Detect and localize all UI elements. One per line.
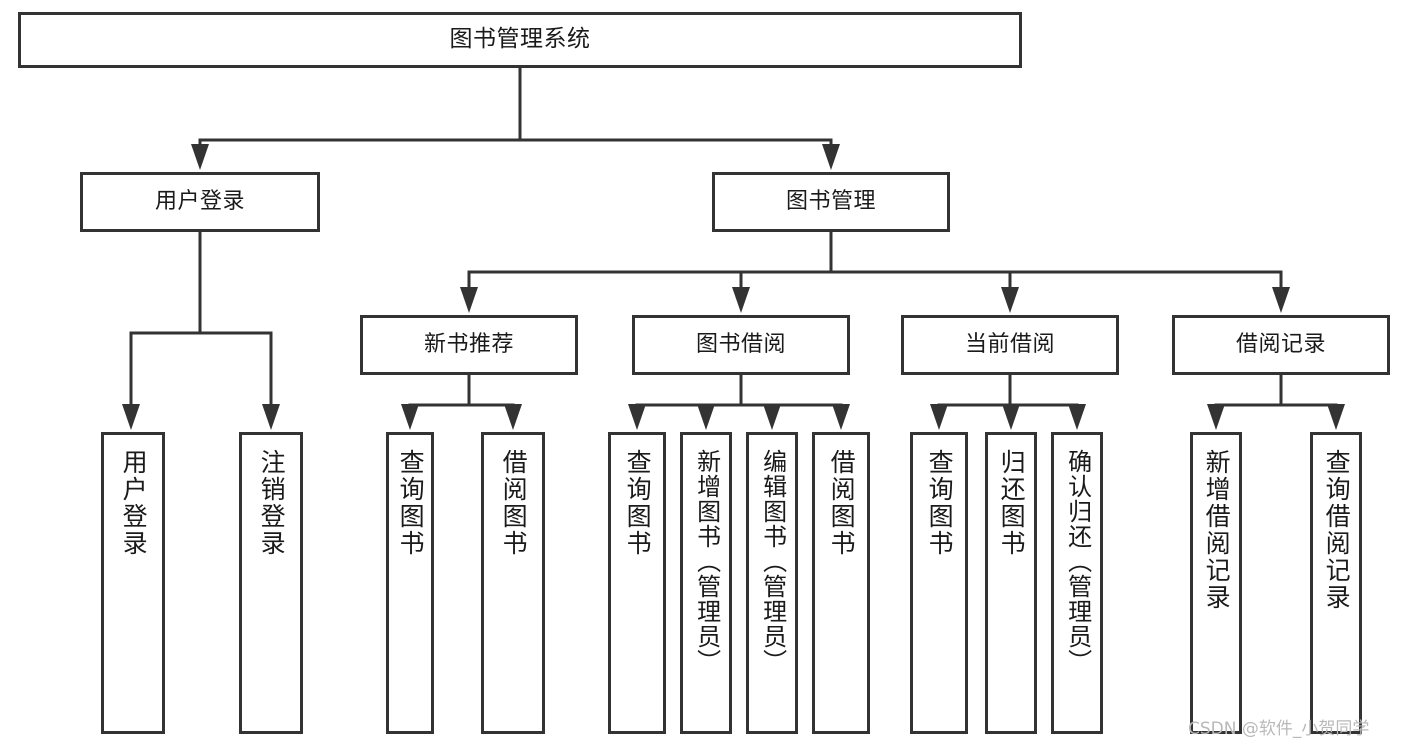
csdn-watermark: CSDN @软件_小贺同学 bbox=[1188, 719, 1370, 739]
node-leaf-query-book-1[interactable]: 查询图书 bbox=[386, 432, 434, 734]
arrow-head-icon bbox=[401, 404, 419, 430]
node-label-leaf-confirm-return: 确认归还（管理员） bbox=[1063, 449, 1092, 674]
node-leaf-confirm-return[interactable]: 确认归还（管理员） bbox=[1051, 432, 1103, 734]
node-label-leaf-borrow-book-2: 借阅图书 bbox=[827, 449, 857, 557]
node-current-borrow[interactable]: 当前借阅 bbox=[901, 315, 1119, 375]
arrow-head-icon bbox=[763, 404, 781, 430]
node-root[interactable]: 图书管理系统 bbox=[18, 12, 1022, 68]
arrow-head-icon bbox=[1207, 404, 1225, 430]
node-label-borrow-record: 借阅记录 bbox=[1235, 332, 1326, 358]
arrow-head-icon bbox=[930, 404, 948, 430]
node-label-leaf-add-record: 新增借阅记录 bbox=[1202, 449, 1232, 611]
node-label-root: 图书管理系统 bbox=[449, 26, 591, 53]
arrow-head-icon bbox=[460, 287, 478, 313]
arrow-head-icon bbox=[1272, 287, 1290, 313]
node-book-borrow[interactable]: 图书借阅 bbox=[632, 315, 850, 375]
node-label-leaf-query-book-1: 查询图书 bbox=[396, 449, 426, 557]
node-label-leaf-user-login: 用户登录 bbox=[119, 449, 149, 557]
node-label-book-manage: 图书管理 bbox=[785, 189, 876, 215]
arrow-head-icon bbox=[191, 144, 209, 170]
node-borrow-record[interactable]: 借阅记录 bbox=[1172, 315, 1390, 375]
node-leaf-query-book-3[interactable]: 查询图书 bbox=[910, 432, 968, 734]
node-leaf-borrow-book-1[interactable]: 借阅图书 bbox=[481, 432, 545, 734]
arrow-head-icon bbox=[1002, 404, 1020, 430]
node-label-leaf-query-book-2: 查询图书 bbox=[623, 449, 653, 557]
arrow-head-icon bbox=[1001, 287, 1019, 313]
node-user-login[interactable]: 用户登录 bbox=[80, 172, 320, 232]
arrow-head-icon bbox=[628, 404, 646, 430]
node-label-leaf-user-logout: 注销登录 bbox=[257, 449, 287, 557]
node-label-new-book-rec: 新书推荐 bbox=[423, 332, 514, 358]
node-leaf-query-book-2[interactable]: 查询图书 bbox=[608, 432, 666, 734]
node-label-leaf-edit-book: 编辑图书（管理员） bbox=[758, 449, 787, 674]
arrow-head-icon bbox=[262, 404, 280, 430]
arrow-head-icon bbox=[504, 404, 522, 430]
node-label-leaf-query-book-3: 查询图书 bbox=[925, 449, 955, 557]
node-label-leaf-add-book: 新增图书（管理员） bbox=[692, 449, 721, 674]
node-label-user-login: 用户登录 bbox=[154, 189, 245, 215]
node-leaf-query-record[interactable]: 查询借阅记录 bbox=[1310, 432, 1362, 734]
node-leaf-borrow-book-2[interactable]: 借阅图书 bbox=[812, 432, 870, 734]
arrow-head-icon bbox=[1327, 404, 1345, 430]
arrow-head-icon bbox=[697, 404, 715, 430]
node-leaf-add-record[interactable]: 新增借阅记录 bbox=[1190, 432, 1242, 734]
node-leaf-user-logout[interactable]: 注销登录 bbox=[239, 432, 303, 734]
arrow-head-icon bbox=[122, 404, 140, 430]
node-new-book-rec[interactable]: 新书推荐 bbox=[360, 315, 578, 375]
node-label-leaf-return-book: 归还图书 bbox=[997, 449, 1027, 557]
node-label-leaf-query-record: 查询借阅记录 bbox=[1322, 449, 1352, 611]
node-leaf-add-book[interactable]: 新增图书（管理员） bbox=[680, 432, 732, 734]
arrow-head-icon bbox=[732, 287, 750, 313]
arrow-head-icon bbox=[822, 144, 840, 170]
node-leaf-edit-book[interactable]: 编辑图书（管理员） bbox=[746, 432, 798, 734]
node-label-book-borrow: 图书借阅 bbox=[695, 332, 786, 358]
node-label-leaf-borrow-book-1: 借阅图书 bbox=[499, 449, 529, 557]
node-leaf-user-login[interactable]: 用户登录 bbox=[101, 432, 165, 734]
node-book-manage[interactable]: 图书管理 bbox=[712, 172, 950, 232]
node-leaf-return-book[interactable]: 归还图书 bbox=[985, 432, 1037, 734]
arrow-head-icon bbox=[832, 404, 850, 430]
node-label-current-borrow: 当前借阅 bbox=[964, 332, 1055, 358]
arrow-head-icon bbox=[1068, 404, 1086, 430]
